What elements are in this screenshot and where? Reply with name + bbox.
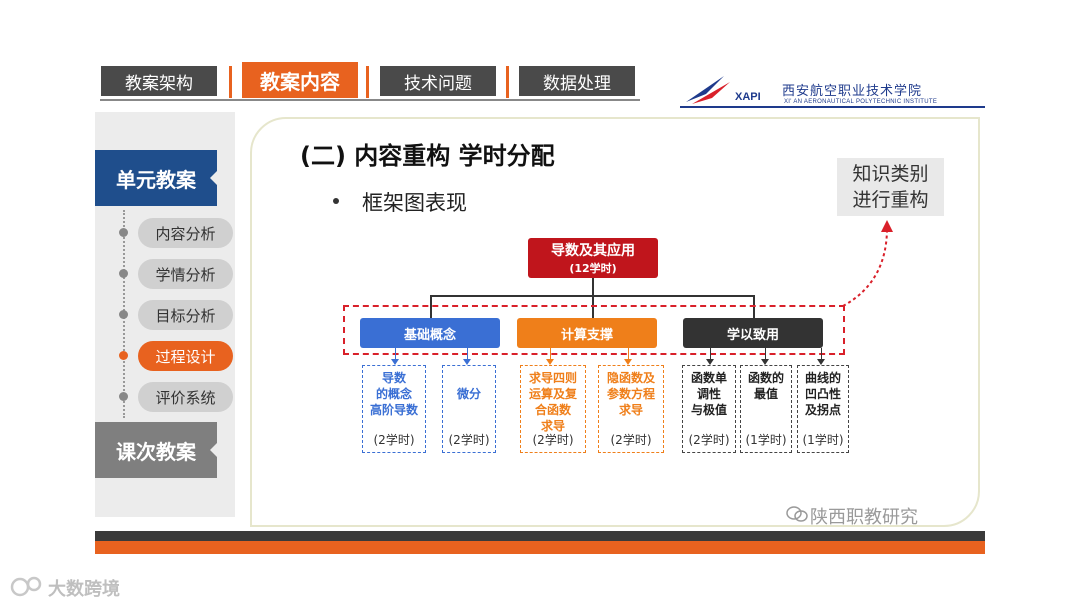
connector-line (765, 348, 766, 360)
tab-lesson-plan-structure[interactable]: 教案架构 (101, 66, 217, 96)
leaf-hours: (2学时) (688, 433, 730, 447)
connector-line (550, 348, 551, 360)
unit-lesson-plan-button[interactable]: 单元教案 (95, 150, 218, 206)
leaf-line: 隐函数及 (606, 371, 655, 385)
leaf-concavity-inflection: 曲线的 凹凸性 及拐点 (1学时) (797, 365, 849, 453)
callout-box: 知识类别 进行重构 (837, 158, 944, 216)
site-logo-icon (10, 576, 42, 597)
watermark-site: 大数跨境 (48, 579, 120, 600)
arrow-down-icon (761, 359, 769, 365)
footer-bar-orange (95, 541, 985, 554)
arrow-down-icon (391, 359, 399, 365)
sidebar-item-process-design[interactable]: 过程设计 (138, 341, 233, 371)
leaf-line: 凹凸性 (804, 387, 841, 401)
leaf-hours: (2学时) (610, 433, 652, 447)
sidebar-dot-active (119, 351, 128, 360)
leaf-line: 高阶导数 (369, 403, 418, 417)
leaf-line: 曲线的 (804, 371, 841, 385)
chart-root-node: 导数及其应用 (12学时) (528, 238, 658, 278)
leaf-hours: (2学时) (532, 433, 574, 447)
tab-separator (229, 66, 232, 98)
tab-lesson-plan-content[interactable]: 教案内容 (242, 62, 358, 98)
logo-underline (680, 106, 985, 108)
leaf-line: 合函数 (534, 403, 571, 417)
root-title: 导数及其应用 (551, 243, 635, 259)
logo-english-name: XI' AN AERONAUTICAL POLYTECHNIC INSTITUT… (784, 99, 938, 105)
callout-line-2: 进行重构 (852, 189, 929, 211)
tab-underline (100, 99, 640, 101)
leaf-differential: 微分 (2学时) (442, 365, 496, 453)
logo-abbr: XAPI (735, 91, 761, 103)
connector-line (395, 348, 396, 360)
sidebar-dot (119, 228, 128, 237)
notch-indicator (210, 170, 218, 186)
connector-line (821, 348, 822, 360)
leaf-line: 函数单 (690, 371, 727, 385)
leaf-derivative-rules: 求导四则 运算及复 合函数 求导 (2学时) (520, 365, 586, 453)
category-highlight-box (343, 305, 845, 355)
bullet-text: 框架图表现 (362, 191, 467, 215)
sidebar-item-goal-analysis[interactable]: 目标分析 (138, 300, 233, 330)
footer-bar-dark (95, 531, 985, 541)
leaf-implicit-parametric: 隐函数及 参数方程 求导 (2学时) (598, 365, 664, 453)
leaf-derivative-concept: 导数 的概念 高阶导数 (2学时) (362, 365, 426, 453)
sidebar-dot (119, 392, 128, 401)
tab-separator (366, 66, 369, 98)
connector-line (592, 278, 594, 296)
tab-separator (506, 66, 509, 98)
leaf-line: 及拐点 (804, 403, 841, 417)
category-basic-concepts: 基础概念 (360, 318, 500, 348)
leaf-line: 的概念 (375, 387, 412, 401)
leaf-line: 求导 (540, 419, 565, 433)
leaf-line: 与极值 (690, 403, 727, 417)
leaf-monotonicity-extrema: 函数单 调性 与极值 (2学时) (682, 365, 736, 453)
sidebar-item-learner-analysis[interactable]: 学情分析 (138, 259, 233, 289)
arrow-down-icon (624, 359, 632, 365)
xapi-logo-icon (686, 76, 730, 104)
category-application: 学以致用 (683, 318, 823, 348)
sidebar-dot (119, 269, 128, 278)
sidebar-item-content-analysis[interactable]: 内容分析 (138, 218, 233, 248)
leaf-hours: (2学时) (448, 433, 490, 447)
connector-line (710, 348, 711, 360)
leaf-hours: (2学时) (373, 433, 415, 447)
watermark-wechat: 陕西职教研究 (810, 507, 918, 528)
leaf-line: 导数 (381, 371, 406, 385)
category-computation-support: 计算支撑 (517, 318, 657, 348)
arrow-down-icon (817, 359, 825, 365)
arrow-down-icon (706, 359, 714, 365)
leaf-line: 求导 (618, 403, 643, 417)
leaf-line: 调性 (696, 387, 721, 401)
connector-line (628, 348, 629, 360)
leaf-line: 函数的 (747, 371, 784, 385)
sidebar-dot (119, 310, 128, 319)
leaf-hours: (1学时) (802, 433, 844, 447)
leaf-hours: (1学时) (745, 433, 787, 447)
leaf-max-min: 函数的 最值 (1学时) (740, 365, 792, 453)
connector-line (467, 348, 468, 360)
wechat-icon (786, 506, 808, 522)
page-title: (二) 内容重构 学时分配 (300, 142, 555, 170)
sidebar-item-evaluation-system[interactable]: 评价系统 (138, 382, 233, 412)
arrow-down-icon (546, 359, 554, 365)
logo-chinese-name: 西安航空职业技术学院 (782, 84, 923, 99)
callout-line-1: 知识类别 (852, 163, 929, 185)
bullet-icon (333, 198, 339, 204)
root-hours: (12学时) (569, 262, 617, 275)
unit-lesson-plan-label: 单元教案 (116, 167, 196, 192)
leaf-line: 最值 (753, 387, 778, 401)
leaf-line: 求导四则 (528, 371, 577, 385)
tab-data-processing[interactable]: 数据处理 (519, 66, 635, 96)
class-lesson-plan-label: 课次教案 (116, 439, 196, 464)
leaf-line: 运算及复 (528, 387, 577, 401)
leaf-line: 参数方程 (606, 387, 655, 401)
tab-technical-issues[interactable]: 技术问题 (380, 66, 496, 96)
notch-indicator (210, 442, 218, 458)
leaf-line: 微分 (456, 387, 481, 401)
callout-arrow-icon (842, 220, 893, 307)
arrow-down-icon (463, 359, 471, 365)
class-lesson-plan-button[interactable]: 课次教案 (95, 422, 218, 478)
